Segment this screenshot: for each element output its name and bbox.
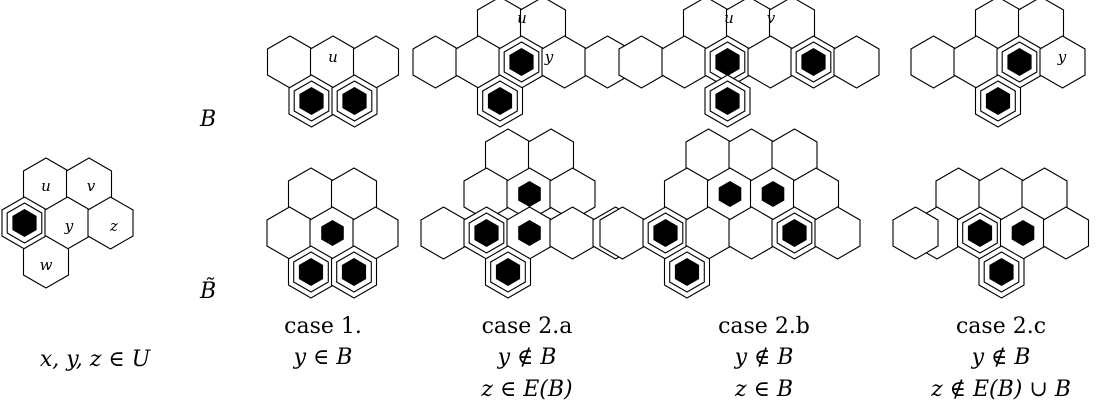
left-label-y: y	[64, 217, 74, 235]
case2b-condition-2: z ∈ B	[734, 377, 793, 402]
hex-cell	[87, 196, 134, 250]
hex-cell-black-core	[518, 220, 541, 246]
case2a-title: case 2.a	[482, 314, 573, 339]
left-caption: x, y, z ∈ U	[40, 347, 152, 372]
hex-cell	[618, 35, 665, 89]
hex-cell-black-core	[487, 87, 513, 115]
hex-cell	[412, 35, 459, 89]
hexagon-shapes	[1, 0, 1090, 299]
hex-cell-black-core	[474, 219, 499, 247]
hex-cell-black-core	[801, 48, 826, 76]
hex-cell-black-core	[967, 219, 993, 247]
hex-cell	[1042, 206, 1090, 260]
left-label-w: w	[40, 256, 53, 274]
hex-cell-black-core	[715, 48, 740, 76]
hex-cell-black-core	[299, 87, 324, 115]
hex-cell-black-core	[342, 87, 367, 115]
case2b-title: case 2.b	[718, 314, 810, 339]
case1-title: case 1.	[284, 314, 362, 339]
case2b-condition-1: y ∉ B	[734, 345, 794, 370]
hex-cell-black-core	[782, 219, 807, 247]
case2c-condition-2: z ∉ E(B) ∪ B	[930, 377, 1071, 402]
case2c-condition-1: y ∉ B	[971, 345, 1031, 370]
hex-cell-black-core	[1011, 220, 1035, 246]
case2a-condition-1: y ∉ B	[497, 345, 557, 370]
case2a-top-label-u: u	[517, 9, 527, 27]
hex-cell	[910, 35, 957, 89]
hex-cell-black-core	[1007, 48, 1032, 76]
case2b-top-label-v: v	[767, 9, 776, 27]
hex-cell	[833, 35, 880, 89]
row-label-B-tilde: B̃	[199, 278, 216, 304]
row-label-B: B	[199, 107, 216, 132]
case1-condition-1: y ∈ B	[293, 345, 353, 370]
hex-cell	[420, 206, 467, 260]
hex-cell-black-core	[298, 258, 324, 286]
case2a-top-label-y: y	[544, 48, 554, 66]
hex-cell	[22, 235, 70, 289]
case2c-title: case 2.c	[956, 314, 1046, 339]
hex-cell-black-core	[761, 181, 785, 207]
left-label-z: z	[109, 217, 118, 235]
hex-cell-black-core	[321, 220, 344, 246]
hex-cell-black-core	[341, 258, 367, 286]
hex-cell	[1039, 35, 1086, 89]
hex-cell-black-core	[715, 87, 740, 115]
hex-cell-black-core	[518, 181, 541, 207]
hex-cell-black-core	[509, 48, 534, 76]
left-label-u: u	[41, 177, 51, 195]
hex-cell-black-core	[12, 209, 37, 237]
hex-cell-black-core	[495, 258, 521, 286]
hex-cell-black-core	[674, 258, 700, 286]
hex-cell-black-core	[718, 181, 742, 207]
case2c-top-label-y: y	[1057, 48, 1067, 66]
left-label-v: v	[87, 177, 96, 195]
hex-cell	[814, 206, 861, 260]
hex-cell-black-core	[989, 258, 1014, 286]
hex-cell-black-core	[985, 87, 1011, 115]
hex-cell-black-core	[653, 219, 678, 247]
case2b-top-label-u: u	[724, 9, 734, 27]
hex-cell	[892, 206, 939, 260]
case2a-condition-2: z ∈ E(B)	[480, 377, 572, 402]
case1-top-label-u: u	[328, 48, 338, 66]
hex-cell	[549, 206, 596, 260]
